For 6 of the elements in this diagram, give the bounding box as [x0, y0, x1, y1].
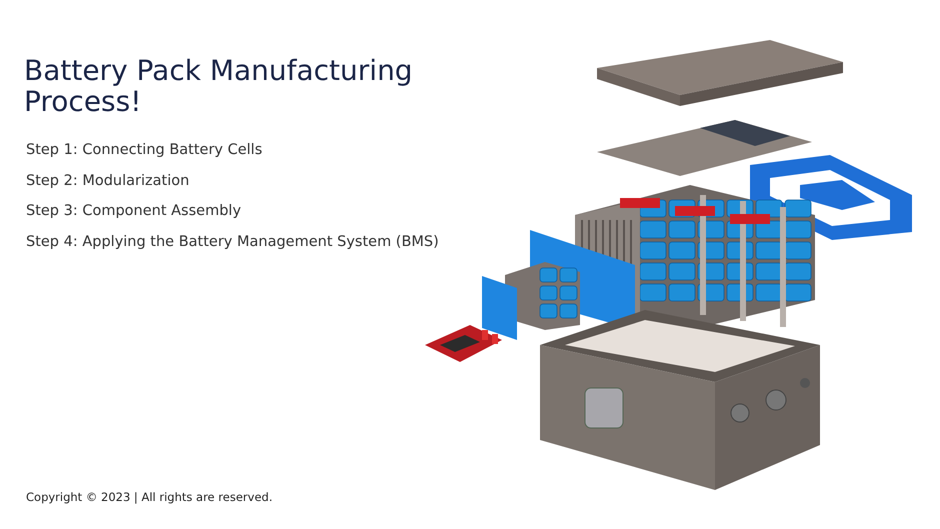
copyright-text: Copyright © 2023 | All rights are reserved. [26, 490, 272, 504]
step-text: Step 3: Component Assembly [26, 203, 242, 220]
step-text: Step 2: Modularization [26, 172, 190, 189]
title: Battery Pack Manufacturing Process! [24, 56, 414, 118]
step-text: Step 1: Connecting Battery Cells [26, 142, 262, 158]
step-text: Step 4: Applying the Battery Management System (BMS) [26, 234, 439, 250]
